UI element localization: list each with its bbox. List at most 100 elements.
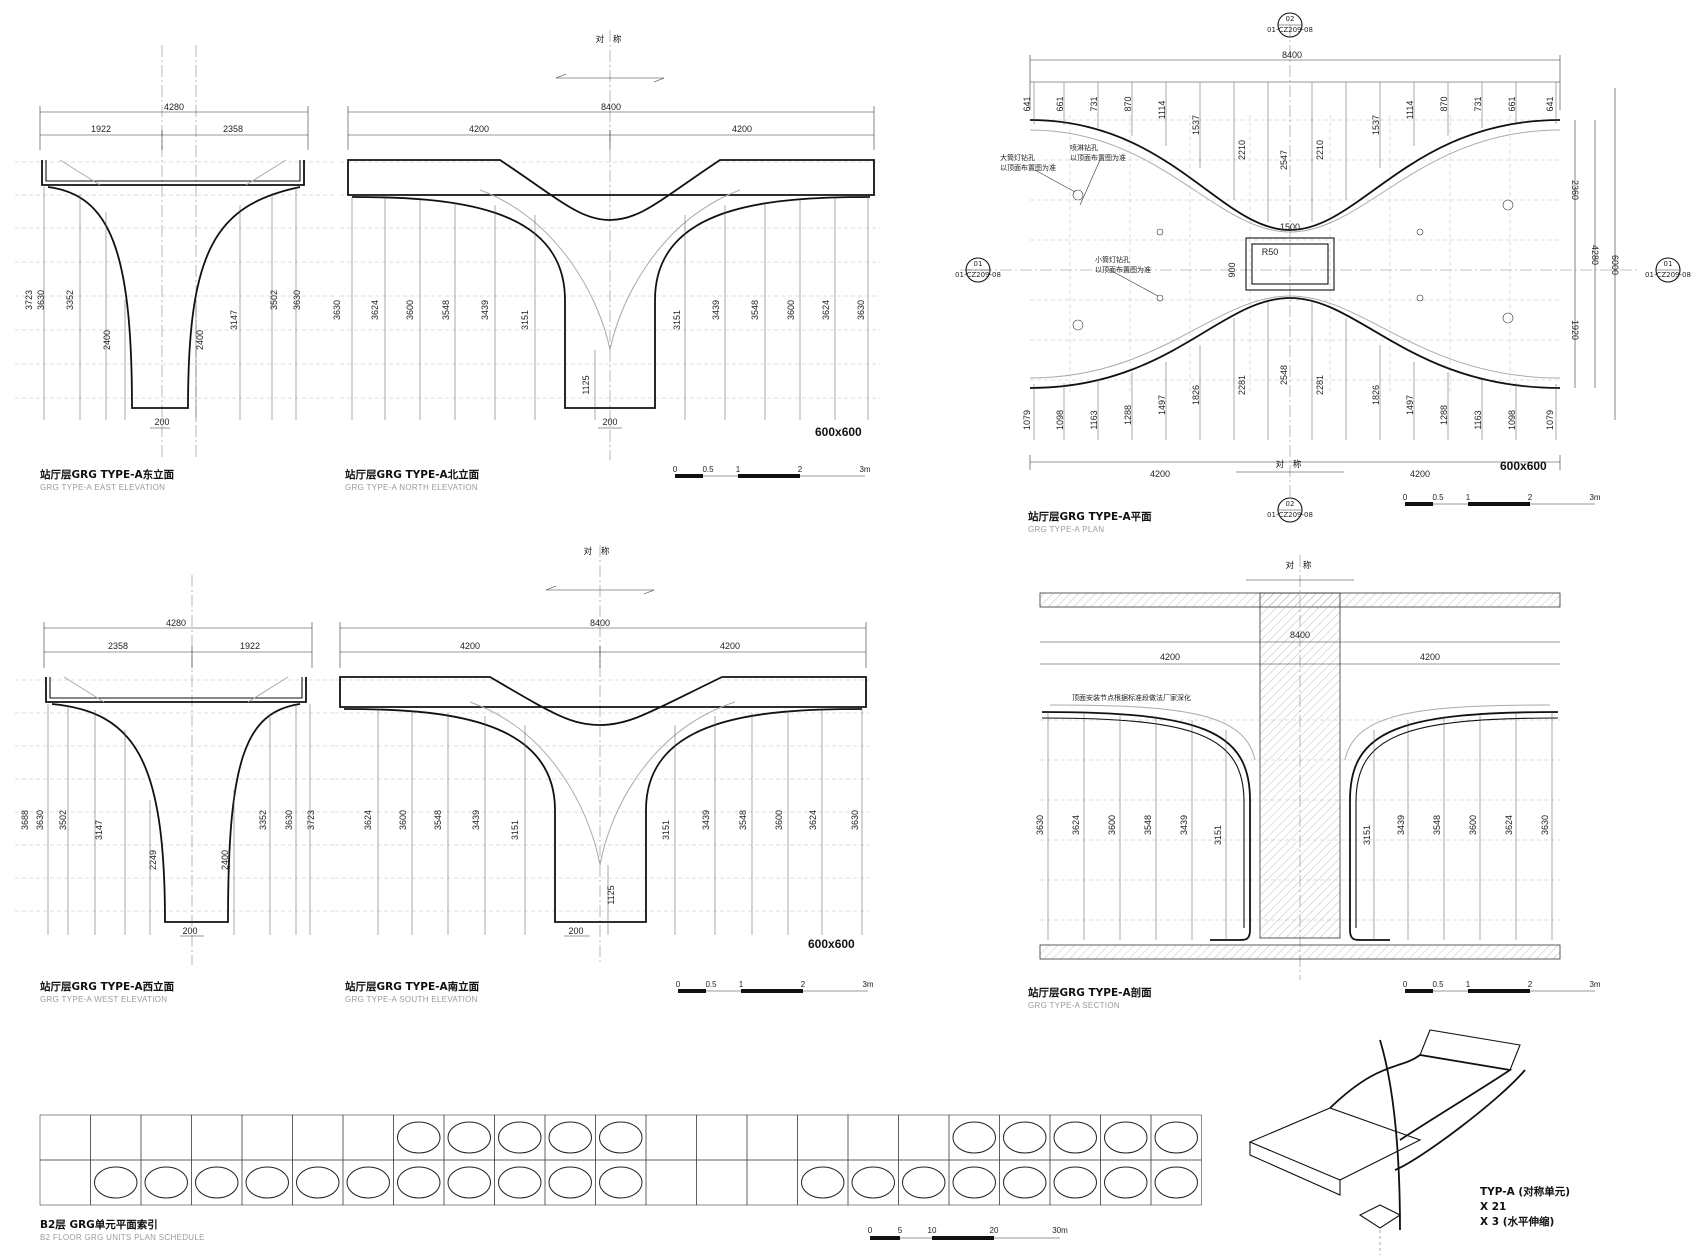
plan-bottom-dim: 1098 [1507,410,1517,430]
iso-label-2: X 21 [1480,1201,1506,1213]
south-scale-3m: 3m [862,980,873,989]
plan-bottom-dim: 2548 [1279,365,1289,385]
north-left-dim: 4200 [469,124,489,134]
schedule-scale-10: 10 [928,1226,937,1235]
north-scale-3m: 3m [859,465,870,474]
schedule-cell [140,1114,192,1161]
schedule-cell [696,1114,748,1161]
section-rh-6: 3630 [1540,815,1550,835]
marker-right-ref: 01-CZ209-08 [1645,271,1691,279]
north-h-8: 3151 [672,310,682,330]
east-right-dim: 2358 [223,124,243,134]
section-scale-2: 2 [1528,980,1533,989]
north-h-1: 3630 [332,300,342,320]
grg-unit-icon [1154,1121,1198,1154]
section-marker-right: 01 01-CZ209-08 [1645,257,1691,283]
west-h-5: 2249 [148,850,158,870]
north-h-13: 3630 [856,300,866,320]
plan-grid-label: 600x600 [1500,459,1547,473]
plan-bottom-dims: 1079 1098 1163 1288 1497 1826 2281 2548 … [1022,365,1555,430]
north-h-7: 1125 [581,375,591,394]
west-elevation: 4280 2358 1922 3688 3630 3502 3147 2249 … [15,575,335,1004]
section-scale-0: 0 [1403,980,1408,989]
section-scale-1: 1 [1466,980,1471,989]
grg-unit-icon [144,1166,188,1199]
iso-label-1: TYP-A (对称单元) [1480,1185,1570,1198]
north-overall-dim: 8400 [601,102,621,112]
marker-bottom-ref: 01-CZ209-08 [1267,511,1313,519]
plan-top-dim: 1537 [1371,115,1381,135]
grg-unit-icon [1154,1166,1198,1199]
schedule-cell [39,1114,91,1161]
south-elevation: 对 称 8400 4200 4200 3624 3600 3548 3439 [335,545,874,1004]
grg-unit-icon [296,1166,340,1199]
east-h-4: 2400 [102,330,112,350]
plan-top-dim: 1114 [1157,101,1167,120]
south-h-1: 3624 [363,810,373,830]
east-h-8: 3630 [292,290,302,310]
plan-top-dim: 870 [1123,96,1133,111]
schedule-cell [342,1114,394,1161]
west-subtitle: GRG TYPE-A WEST ELEVATION [40,995,167,1004]
schedule-cell [241,1114,293,1161]
small-downlight-icon [1156,228,1164,236]
plan-bottom-dim: 2281 [1237,375,1247,395]
east-title: 站厅层GRG TYPE-A东立面 [40,468,175,481]
section-left-dim: 4200 [1160,652,1180,662]
grg-unit-icon [952,1121,996,1154]
east-subtitle: GRG TYPE-A EAST ELEVATION [40,483,165,492]
grg-unit-icon [397,1121,441,1154]
grg-unit-icon [1003,1121,1047,1154]
section-lh-4: 3548 [1143,815,1153,835]
section-scale-3m: 3m [1589,980,1600,989]
section-title: 站厅层GRG TYPE-A剖面 [1028,986,1152,999]
north-grid-label: 600x600 [815,425,862,439]
plan-note-small-light: 小筒灯钻孔 [1095,255,1130,264]
north-h-5: 3439 [480,300,490,320]
grg-unit-icon [346,1166,390,1199]
south-h-8: 3439 [701,810,711,830]
north-h-11: 3600 [786,300,796,320]
plan-top-dim: 2210 [1237,140,1247,160]
grg-unit-icon [548,1166,592,1199]
east-h-3: 3352 [65,290,75,310]
schedule-cell [746,1159,798,1206]
schedule-cell [645,1159,697,1206]
schedule-cell [746,1114,798,1161]
north-h-9: 3439 [711,300,721,320]
plan-bottom-dim: 1497 [1405,395,1415,415]
south-overall-dim: 8400 [590,618,610,628]
plan-right-dim: 4200 [1410,469,1430,479]
marker-top-ref: 01-CZ209-08 [1267,26,1313,34]
plan-radius: R50 [1262,247,1279,257]
north-scale-bar: 0 0.5 1 2 3m [673,465,871,478]
south-scale-0: 0 [676,980,681,989]
plan-note-sprinkler-2: 以顶面布置图为准 [1070,153,1126,162]
grg-unit-icon [447,1166,491,1199]
grg-unit-icon [952,1166,996,1199]
grg-unit-icon [447,1121,491,1154]
plan-symmetry-label: 对 称 [1276,459,1305,470]
north-scale-1: 1 [736,465,741,474]
grg-unit-icon [801,1166,845,1199]
schedule-cell [797,1114,849,1161]
schedule-scale-30m: 30m [1052,1226,1068,1235]
plan-scale-3m: 3m [1589,493,1600,502]
grg-unit-icon [195,1166,239,1199]
west-overall-dim: 4280 [166,618,186,628]
plan-top-dim: 641 [1545,96,1555,111]
grg-unit-icon [1003,1166,1047,1199]
section-right-dim: 4200 [1420,652,1440,662]
plan-note-sprinkler: 喷淋钻孔 [1070,143,1098,152]
plan-top-dim: 731 [1089,96,1099,111]
section-rh-3: 3548 [1432,815,1442,835]
south-h-11: 3624 [808,810,818,830]
north-h-4: 3548 [441,300,451,320]
section-overall-dim: 8400 [1290,630,1310,640]
east-h-2: 3630 [36,290,46,310]
west-h-6: 2400 [220,850,230,870]
grg-unit-icon [1104,1121,1148,1154]
north-subtitle: GRG TYPE-A NORTH ELEVATION [345,483,478,492]
section-scale-bar: 0 0.5 1 2 3m [1403,980,1601,993]
section-rh-5: 3624 [1504,815,1514,835]
